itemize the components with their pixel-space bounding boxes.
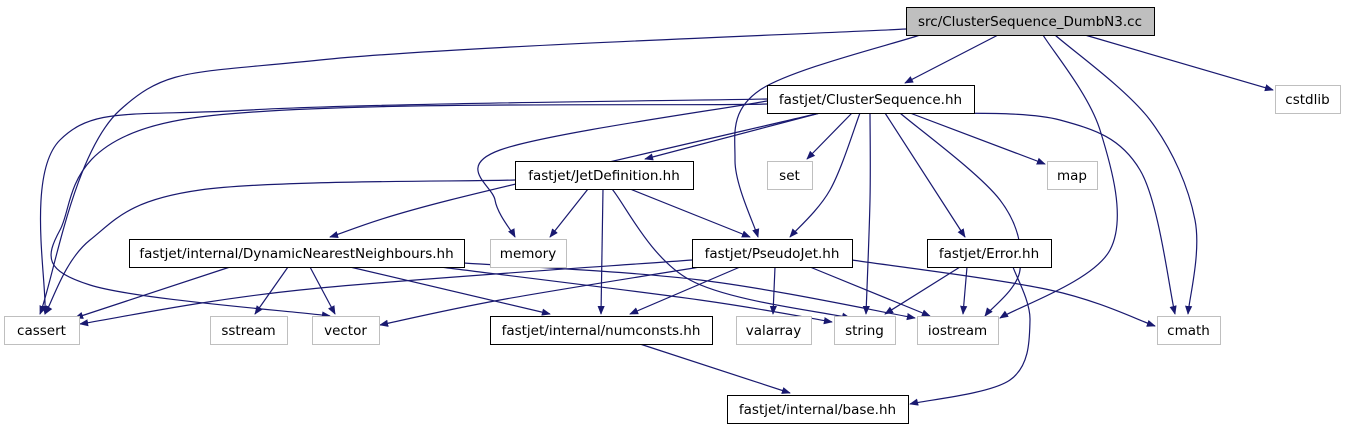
node-sstream-label: sstream — [221, 323, 275, 339]
node-string: string — [834, 316, 896, 345]
edge-pseudojet-to-vector — [379, 266, 701, 327]
edge-dnn-to-sstream — [254, 266, 289, 315]
node-set-label: set — [779, 168, 800, 184]
node-cassert: cassert — [4, 316, 80, 345]
node-pseudojet-label: fastjet/PseudoJet.hh — [705, 246, 840, 262]
edge-dnn-to-cassert — [74, 266, 231, 319]
edge-error-to-base — [909, 266, 1031, 406]
node-cmath-label: cmath — [1167, 323, 1210, 339]
edge-clusterseq-to-pseudojet — [789, 112, 861, 238]
node-base-box — [727, 395, 909, 424]
node-cmath-box — [1157, 316, 1221, 345]
node-base[interactable]: fastjet/internal/base.hh — [727, 395, 909, 424]
edge-dnn-to-numconsts — [349, 266, 551, 316]
node-valarray-box — [736, 316, 812, 345]
edge-clusterseq-to-jetdef — [644, 112, 821, 161]
node-jetdef-label: fastjet/JetDefinition.hh — [528, 168, 680, 184]
edge-jetdef-to-memory — [549, 188, 589, 238]
edge-numconsts-to-base — [639, 343, 791, 394]
node-map-label: map — [1057, 168, 1087, 184]
node-set-box — [767, 161, 813, 190]
edge-clusterseq-to-cassert — [39, 98, 768, 315]
node-root: src/ClusterSequence_DumbN3.cc — [906, 7, 1155, 36]
edge-jetdef-to-cassert — [44, 179, 516, 315]
node-memory-label: memory — [500, 246, 556, 262]
node-cstdlib: cstdlib — [1275, 85, 1341, 114]
node-dnn-label: fastjet/internal/DynamicNearestNeighbour… — [139, 246, 453, 262]
node-clusterseq-box — [767, 85, 975, 114]
node-pseudojet-box — [692, 239, 853, 268]
node-cstdlib-label: cstdlib — [1285, 92, 1329, 108]
node-valarray-label: valarray — [746, 323, 801, 339]
node-error[interactable]: fastjet/Error.hh — [927, 239, 1052, 268]
edge-clusterseq-to-map — [909, 112, 1046, 165]
node-cstdlib-box — [1275, 85, 1341, 114]
edge-error-to-iostream — [960, 266, 968, 315]
edge-pseudojet-to-iostream — [809, 266, 931, 317]
node-vector-box — [312, 316, 380, 345]
node-memory-box — [490, 239, 567, 268]
node-base-label: fastjet/internal/base.hh — [739, 402, 896, 418]
node-clusterseq-label: fastjet/ClusterSequence.hh — [779, 92, 962, 108]
edge-pseudojet-to-valarray — [769, 266, 777, 315]
node-iostream-label: iostream — [928, 323, 987, 339]
node-string-box — [834, 316, 896, 345]
edge-clusterseq-to-error — [884, 112, 966, 238]
edge-clusterseq-to-memory — [477, 100, 768, 238]
node-dnn-box — [129, 239, 465, 268]
node-error-box — [927, 239, 1052, 268]
node-vector-label: vector — [324, 323, 367, 339]
node-memory: memory — [490, 239, 567, 268]
edge-clusterseq-to-string — [862, 112, 871, 315]
edge-root-to-iostream — [999, 34, 1118, 319]
node-vector: vector — [312, 316, 380, 345]
node-valarray: valarray — [736, 316, 812, 345]
edge-root-to-cmath — [1054, 34, 1198, 315]
node-error-label: fastjet/Error.hh — [939, 246, 1039, 262]
node-iostream-box — [917, 316, 999, 345]
edge-jetdef-to-pseudojet — [629, 188, 751, 238]
edge-root-to-pseudojet — [734, 34, 921, 238]
edge-clusterseq-to-vector — [50, 103, 768, 319]
edge-error-to-string — [884, 266, 961, 315]
edge-root-to-cassert — [39, 28, 907, 315]
node-jetdef[interactable]: fastjet/JetDefinition.hh — [515, 161, 694, 190]
edge-pseudojet-to-cassert — [79, 259, 693, 327]
node-sstream: sstream — [210, 316, 288, 345]
edge-clusterseq-to-dnn — [329, 112, 821, 239]
node-root-box — [906, 7, 1155, 36]
edge-root-to-cstdlib — [1084, 34, 1274, 92]
edge-pseudojet-to-numconsts — [629, 266, 741, 315]
node-root-label: src/ClusterSequence_DumbN3.cc — [918, 14, 1142, 30]
edge-jetdef-to-numconsts — [597, 188, 605, 315]
edge-clusterseq-to-iostream — [899, 112, 1022, 317]
node-numconsts-box — [490, 316, 713, 345]
node-map: map — [1047, 161, 1098, 190]
edge-jetdef-to-string — [611, 188, 851, 320]
edge-dnn-to-vector — [309, 266, 336, 315]
node-jetdef-box — [515, 161, 694, 190]
node-dnn[interactable]: fastjet/internal/DynamicNearestNeighbour… — [129, 239, 465, 268]
node-string-label: string — [845, 323, 884, 339]
edge-clusterseq-to-set — [806, 112, 853, 160]
node-numconsts[interactable]: fastjet/internal/numconsts.hh — [490, 316, 713, 345]
edge-pseudojet-to-cmath — [851, 259, 1156, 327]
node-cassert-box — [4, 316, 80, 345]
nodes-layer: src/ClusterSequence_DumbN3.cc fastjet/Clu… — [4, 7, 1341, 424]
edges-layer — [39, 28, 1274, 406]
node-map-box — [1047, 161, 1098, 190]
node-iostream: iostream — [917, 316, 999, 345]
node-cassert-label: cassert — [17, 323, 66, 339]
edge-clusterseq-to-cmath — [929, 112, 1177, 315]
node-pseudojet[interactable]: fastjet/PseudoJet.hh — [692, 239, 853, 268]
node-sstream-box — [210, 316, 288, 345]
node-cmath: cmath — [1157, 316, 1221, 345]
node-clusterseq[interactable]: fastjet/ClusterSequence.hh — [767, 85, 975, 114]
edge-root-to-clusterseq — [904, 34, 999, 84]
node-numconsts-label: fastjet/internal/numconsts.hh — [502, 323, 701, 339]
node-set: set — [767, 161, 813, 190]
